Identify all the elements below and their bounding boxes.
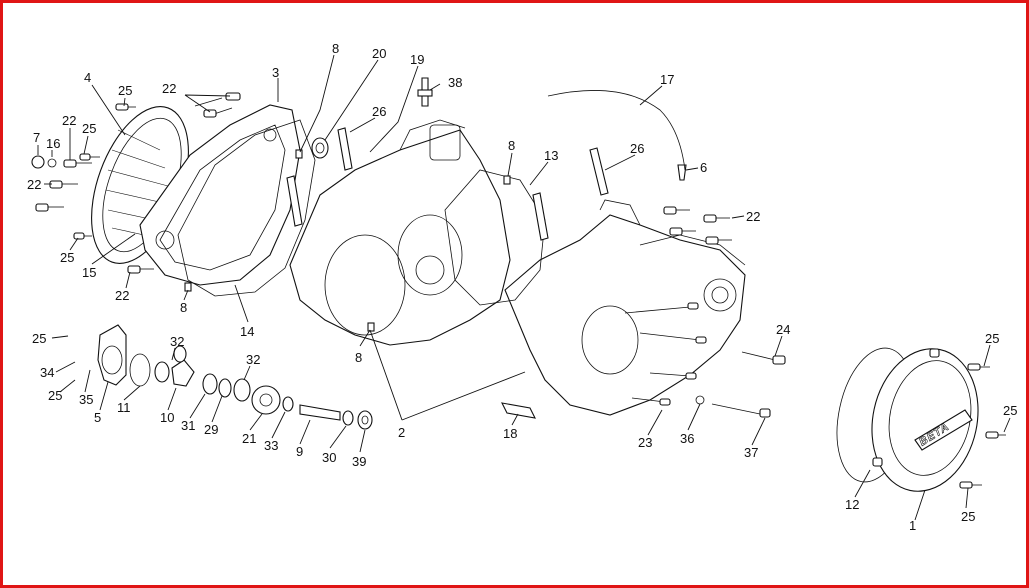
outer-clutch-cover-part: BETA xyxy=(836,347,979,492)
callout-label: 33 xyxy=(264,438,278,453)
callout-label: 8 xyxy=(508,138,515,153)
callout-label: 25 xyxy=(985,331,999,346)
callout-label: 39 xyxy=(352,454,366,469)
clutch-cover-part xyxy=(139,104,301,286)
callout-label: 34 xyxy=(40,365,54,380)
callout-label: 22 xyxy=(162,81,176,96)
label-plate-part xyxy=(501,402,536,419)
callout-label: 8 xyxy=(332,41,339,56)
callout-label: 12 xyxy=(845,497,859,512)
callout-label: 23 xyxy=(638,435,652,450)
gasket-part xyxy=(177,119,316,297)
crankcase-right-half-part xyxy=(504,199,746,416)
callout-label: 3 xyxy=(272,65,279,80)
callout-label: 21 xyxy=(242,431,256,446)
callout-label: 14 xyxy=(240,324,254,339)
callout-label: 19 xyxy=(410,52,424,67)
callout-label: 29 xyxy=(204,422,218,437)
callout-label: 16 xyxy=(46,136,60,151)
leader-lines xyxy=(37,54,1011,521)
callout-label: 22 xyxy=(27,177,41,192)
water-pump-group xyxy=(97,324,373,430)
callout-label: 22 xyxy=(115,288,129,303)
callout-label: 25 xyxy=(60,250,74,265)
callout-label: 24 xyxy=(776,322,790,337)
callout-label: 37 xyxy=(744,445,758,460)
callout-label: 26 xyxy=(372,104,386,119)
callout-labels: 4 25 22 3 8 20 19 38 26 17 7 16 22 25 22… xyxy=(27,41,1017,533)
callout-label: 25 xyxy=(118,83,132,98)
callout-label: 38 xyxy=(448,75,462,90)
callout-label: 13 xyxy=(544,148,558,163)
callout-label: 25 xyxy=(82,121,96,136)
callout-label: 31 xyxy=(181,418,195,433)
callout-label: 22 xyxy=(746,209,760,224)
callout-label: 20 xyxy=(372,46,386,61)
callout-label: 32 xyxy=(170,334,184,349)
callout-label: 4 xyxy=(84,70,91,85)
callout-label: 32 xyxy=(246,352,260,367)
callout-label: 6 xyxy=(700,160,707,175)
callout-label: 11 xyxy=(117,400,131,415)
callout-label: 25 xyxy=(32,331,46,346)
callout-label: 36 xyxy=(680,431,694,446)
callout-label: 15 xyxy=(82,265,96,280)
callout-label: 25 xyxy=(961,509,975,524)
callout-label: 26 xyxy=(630,141,644,156)
callout-label: 17 xyxy=(660,72,674,87)
bolts-group xyxy=(31,77,786,418)
callout-label: 8 xyxy=(355,350,362,365)
callout-label: 25 xyxy=(48,388,62,403)
callout-label: 10 xyxy=(160,410,174,425)
crankcase-left-half-part xyxy=(289,119,511,346)
callout-label: 5 xyxy=(94,410,101,425)
callout-label: 25 xyxy=(1003,403,1017,418)
hose-part xyxy=(547,90,686,171)
callout-label: 2 xyxy=(398,425,405,440)
cylinder-gasket-part xyxy=(444,169,546,306)
callout-label: 30 xyxy=(322,450,336,465)
callout-label: 7 xyxy=(33,130,40,145)
callout-label: 8 xyxy=(180,300,187,315)
callout-label: 35 xyxy=(79,392,93,407)
callout-label: 9 xyxy=(296,444,303,459)
callout-label: 22 xyxy=(62,113,76,128)
callout-label: 18 xyxy=(503,426,517,441)
callout-label: 1 xyxy=(909,518,916,533)
